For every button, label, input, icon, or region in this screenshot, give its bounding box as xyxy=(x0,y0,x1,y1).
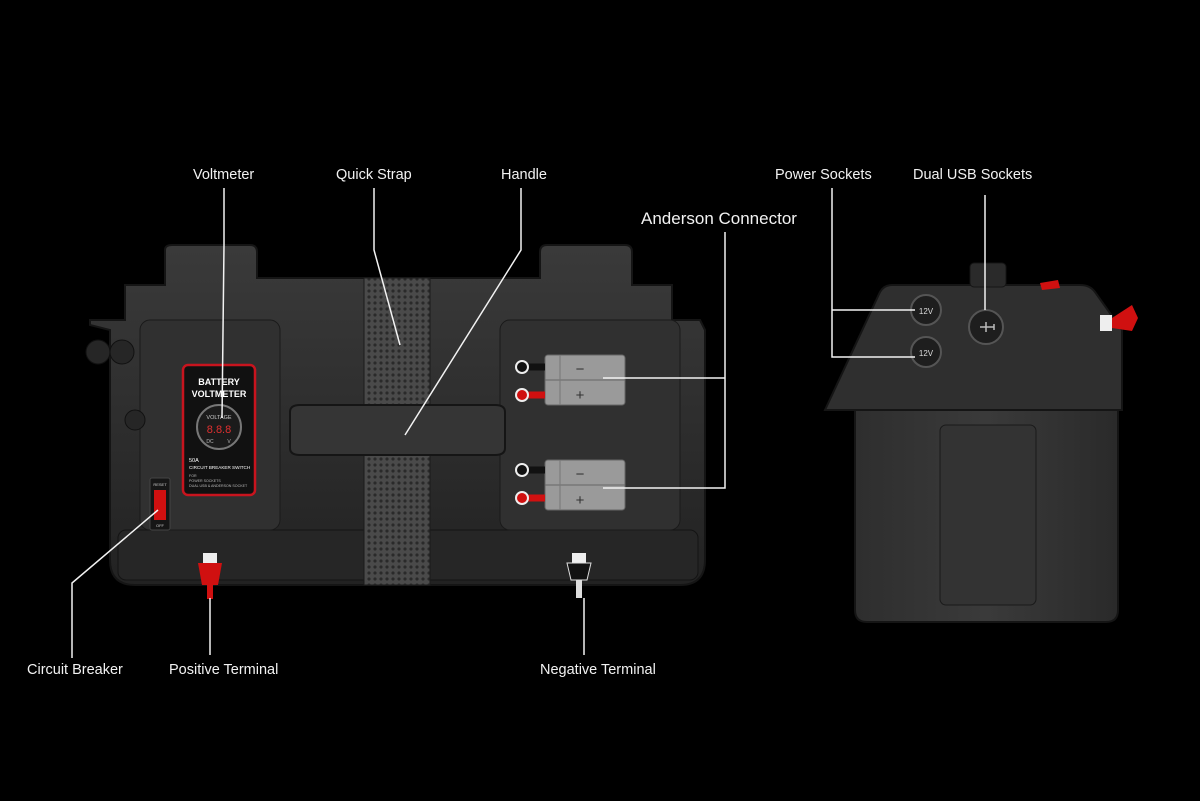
handle xyxy=(289,404,506,456)
power-socket[interactable]: 12V xyxy=(910,336,942,368)
positive-terminal[interactable] xyxy=(198,553,222,599)
panel-title-line2: VOLTMETER xyxy=(192,389,247,399)
breaker-rating: 50A xyxy=(189,458,199,464)
leader-anderson xyxy=(603,232,726,489)
side-handle-bump xyxy=(969,262,1007,288)
power-socket-label: 12V xyxy=(919,349,934,358)
usb-socket[interactable] xyxy=(968,309,1004,345)
front-view: BATTERY VOLTMETER VOLTAGE 8.8.8 DC V 50A… xyxy=(85,244,706,599)
breaker-title: CIRCUIT BREAKER SWITCH xyxy=(189,465,250,470)
side-body-panel xyxy=(939,424,1037,606)
label-negative-terminal: Negative Terminal xyxy=(540,662,656,678)
wing-nut-terminal[interactable] xyxy=(1040,280,1138,331)
breaker-switch-rocker xyxy=(154,490,166,520)
voltmeter-caption: VOLTAGE xyxy=(206,415,231,421)
voltmeter-unit-left: DC xyxy=(206,439,214,445)
voltmeter-panel: BATTERY VOLTMETER VOLTAGE 8.8.8 DC V 50A… xyxy=(181,363,257,497)
voltmeter-dial xyxy=(196,404,242,450)
label-power-sockets: Power Sockets xyxy=(775,167,872,183)
voltmeter-unit-right: V xyxy=(227,439,231,445)
leader-handle xyxy=(404,188,522,436)
side-knob xyxy=(124,409,146,431)
label-dual-usb-sockets: Dual USB Sockets xyxy=(913,167,1033,183)
breaker-switch-bottom: OFF xyxy=(156,523,165,528)
panel-title-line1: BATTERY xyxy=(198,377,240,387)
side-view: 12V 12V xyxy=(823,262,1138,623)
breaker-note2: POWER SOCKETS xyxy=(189,479,221,483)
breaker-switch-top: RESET xyxy=(153,482,167,487)
breaker-note1: FOR xyxy=(189,474,197,478)
voltmeter-digits: 8.8.8 xyxy=(207,424,231,436)
side-lid xyxy=(823,284,1123,411)
leader-voltmeter xyxy=(221,188,225,419)
label-quick-strap: Quick Strap xyxy=(336,167,412,183)
usb-icon xyxy=(980,322,995,332)
leader-power-sockets xyxy=(831,188,915,358)
anderson-minus: − xyxy=(576,466,585,483)
side-knob xyxy=(109,339,135,365)
leader-quick-strap xyxy=(373,188,401,346)
label-positive-terminal: Positive Terminal xyxy=(169,662,279,678)
anderson-plus: + xyxy=(576,492,585,509)
anderson-plus: + xyxy=(576,387,585,404)
leader-circuit-breaker xyxy=(71,509,159,658)
power-socket-label: 12V xyxy=(919,307,934,316)
label-anderson-connector: Anderson Connector xyxy=(641,209,797,228)
label-voltmeter: Voltmeter xyxy=(193,167,255,183)
anderson-minus: − xyxy=(576,361,585,378)
label-handle: Handle xyxy=(501,167,547,183)
power-socket[interactable]: 12V xyxy=(910,294,942,326)
anderson-connector-bottom[interactable]: − + xyxy=(515,459,626,511)
breaker-note3: DUAL USB & ANDERSON SOCKET xyxy=(189,484,248,488)
circuit-breaker-switch[interactable]: RESET OFF xyxy=(149,477,171,531)
label-circuit-breaker: Circuit Breaker xyxy=(27,662,123,678)
negative-terminal[interactable] xyxy=(566,553,592,598)
side-knob xyxy=(85,339,111,365)
anderson-connector-top[interactable]: − + xyxy=(515,354,626,406)
leader-lines xyxy=(71,188,986,658)
